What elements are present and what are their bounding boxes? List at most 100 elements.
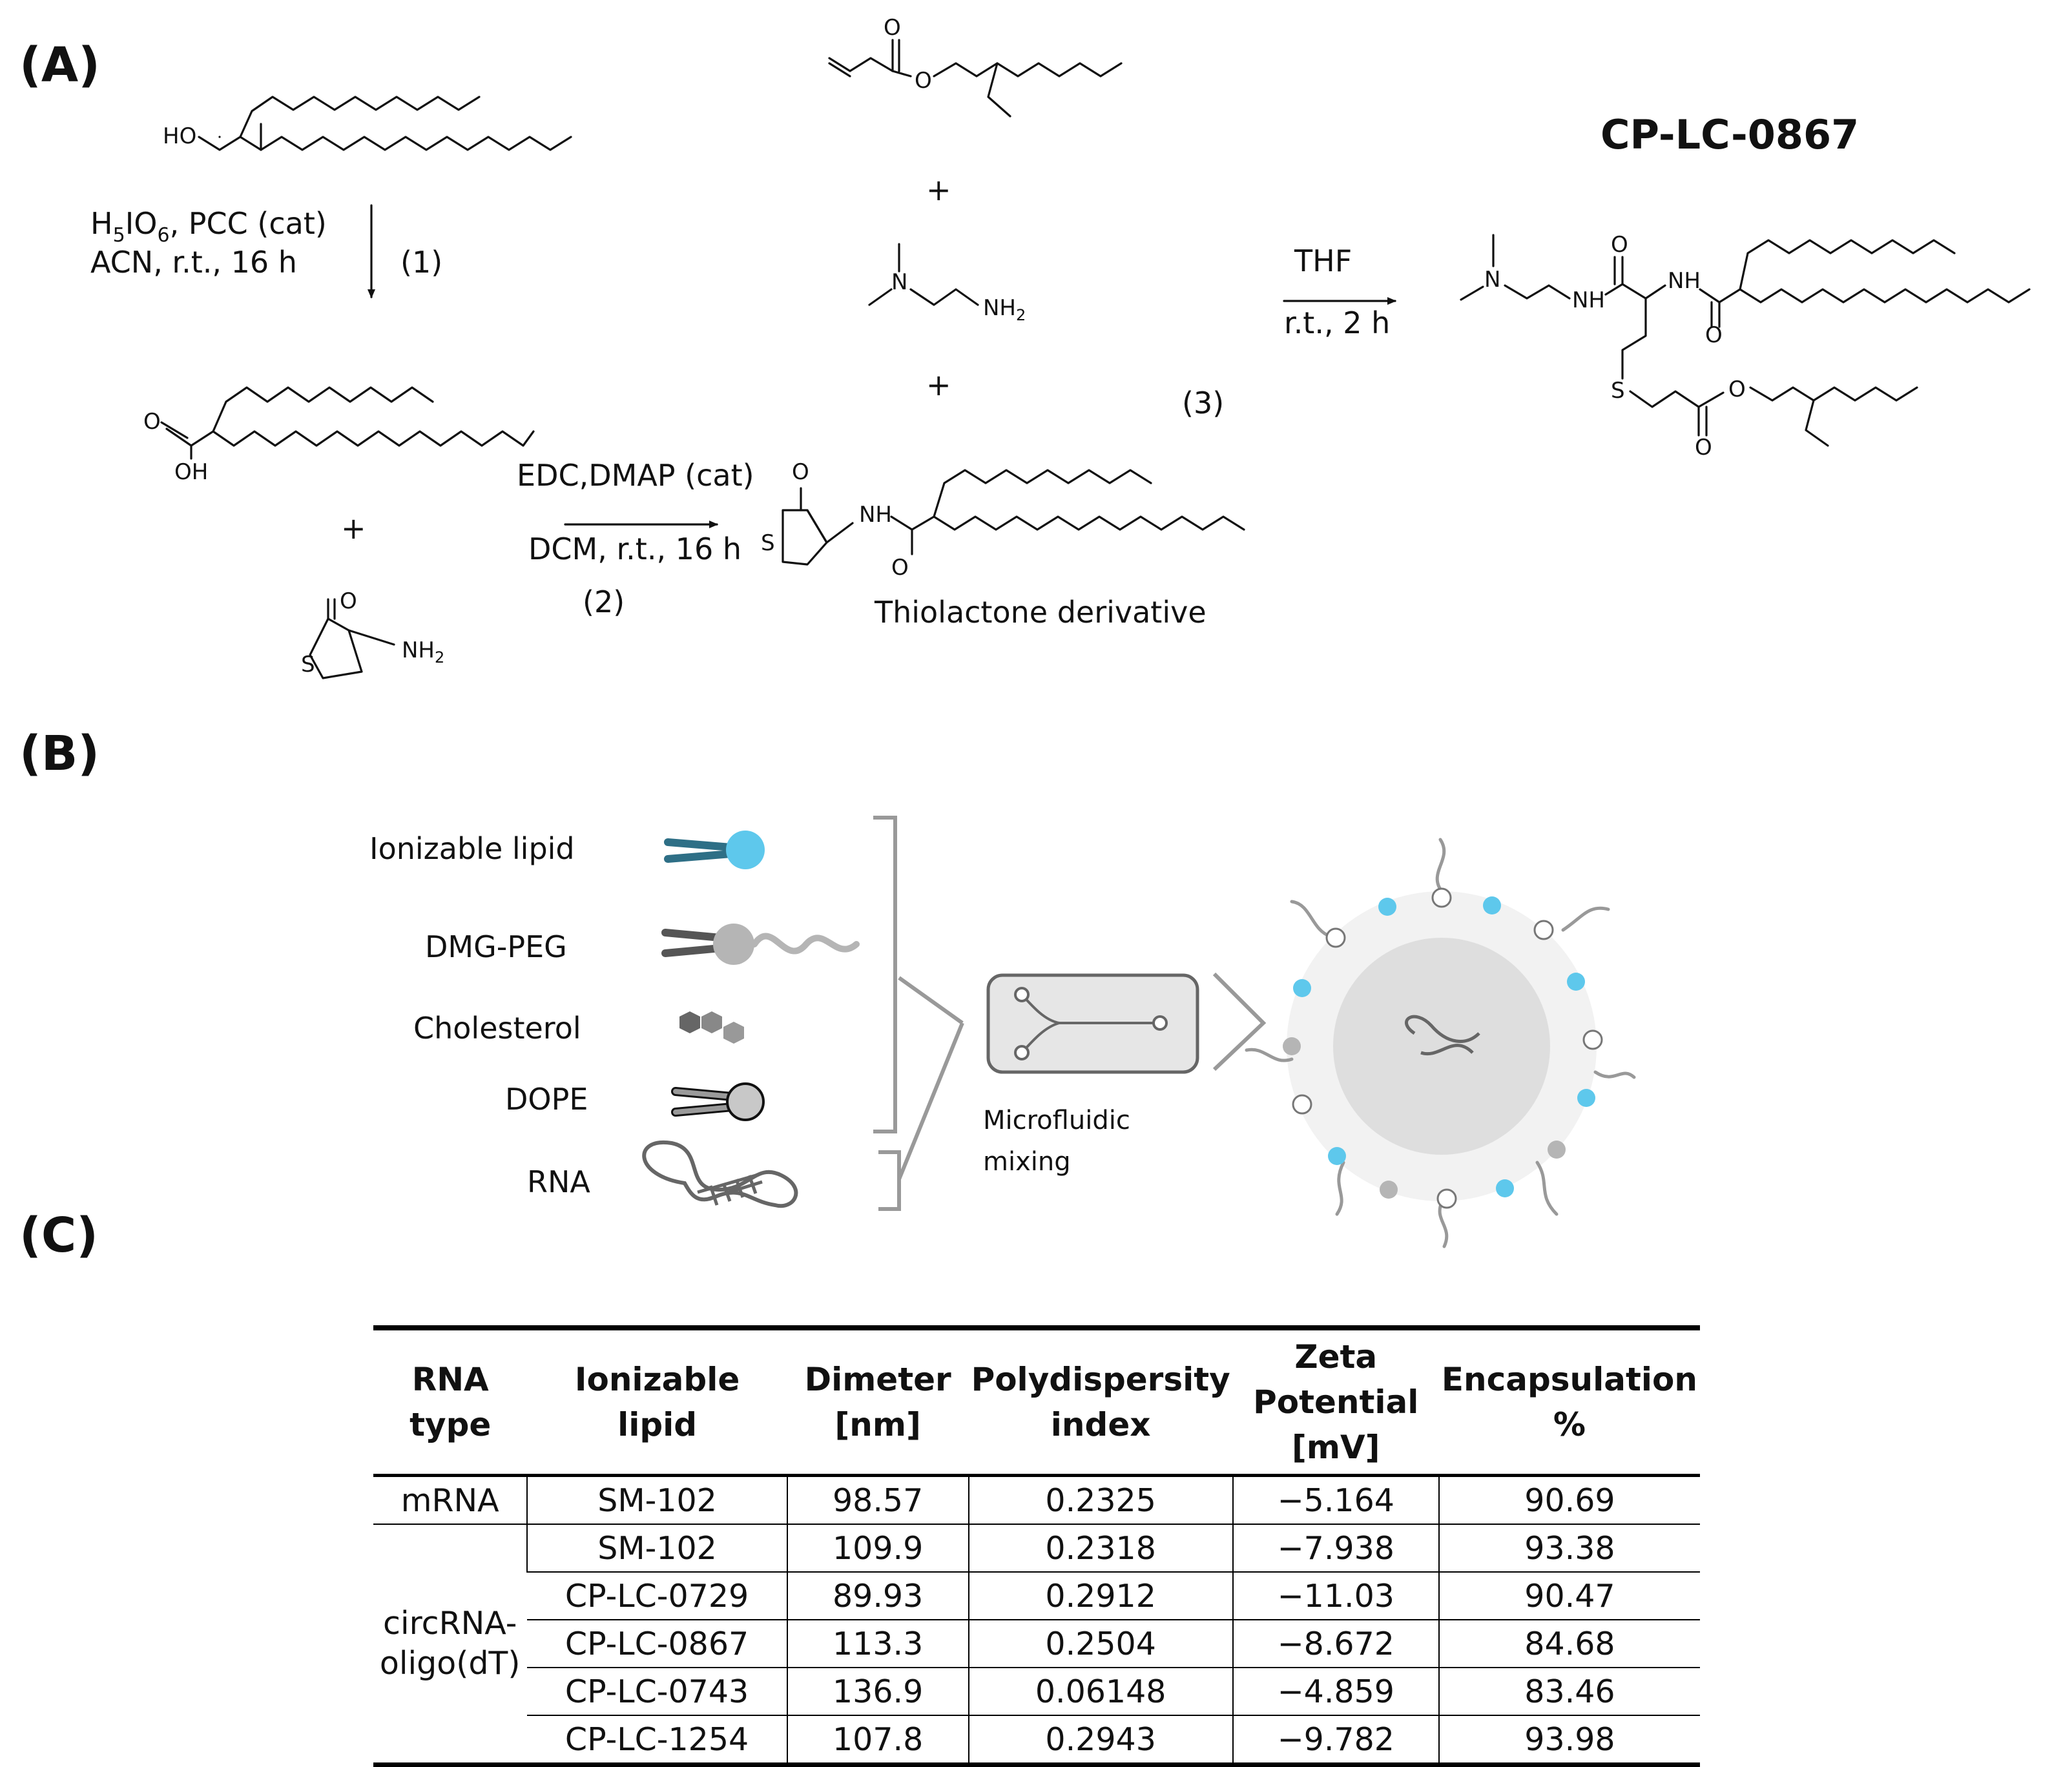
atom-s-deriv: S [761,530,775,556]
cell-zeta: −8.672 [1232,1620,1439,1668]
table-row: mRNA SM-102 98.57 0.2325 −5.164 90.69 [373,1475,1700,1524]
cell-zeta: −4.859 [1232,1668,1439,1715]
microfluidic-chip-icon [986,973,1199,1074]
rna-icon [642,1140,798,1208]
plus-3: + [926,367,951,402]
header-encapsulation: Encapsulation% [1441,1361,1697,1443]
cell-lipid: CP-LC-1254 [565,1720,749,1758]
cell-zeta: −5.164 [1232,1475,1439,1524]
cell-diameter: 107.8 [786,1715,969,1765]
product-name: CP-LC-0867 [1601,111,1859,158]
atom-o-acid: O [143,409,161,435]
alcohol-structure: HO [163,96,572,151]
plus-1: + [341,511,366,546]
step2-conditions-2: DCM, r.t., 16 h [528,532,741,566]
cell-encapsulation: 90.69 [1438,1475,1700,1524]
bracket-rna [878,1150,901,1211]
atom-n-diamine: N [891,269,907,295]
bracket-lipids [873,816,897,1133]
cell-zeta: −7.938 [1232,1524,1439,1572]
component-cholesterol: Cholesterol [413,1011,581,1046]
atom-n-prod: N [1484,267,1500,293]
atom-o-prod-2: O [1705,322,1723,348]
synthesis-scheme: HO H5IO6, PCC (cat) ACN, r.t., 16 h (1) … [90,15,2031,679]
header-diameter: Dimeter[nm] [804,1361,951,1443]
cell-pdi: 0.2318 [968,1524,1233,1572]
atom-nh2-thio: NH2 [402,637,444,666]
product-structure: N NH O NH O S O O [1460,232,2031,460]
diamine-structure: N NH2 [868,243,1026,324]
atom-o-thio: O [340,588,357,614]
atom-nh-prod-1: NH [1572,287,1605,313]
ionizable-lipid-icon [664,831,765,869]
table-row: CP-LC-0743 136.9 0.06148 −4.859 83.46 [373,1668,1700,1715]
atom-oh-acid: OH [174,459,208,485]
lipid-nanoparticle-icon [1245,838,1636,1248]
table-row: CP-LC-0867 113.3 0.2504 −8.672 84.68 [373,1620,1700,1668]
atom-s-prod: S [1611,378,1625,404]
lnp-formulation-diagram: Ionizable lipid DMG-PEG Cholesterol DOPE… [369,816,1636,1248]
cell-rna-type-group: circRNA-oligo(dT) [379,1605,521,1682]
plus-2: + [926,172,951,207]
cell-zeta: −9.782 [1232,1715,1439,1765]
atom-o-prod-1: O [1611,232,1628,258]
cell-encapsulation: 93.98 [1438,1715,1700,1765]
cell-lipid: SM-102 [526,1475,787,1524]
atom-s-thio: S [301,652,315,677]
cell-diameter: 89.93 [786,1572,969,1620]
cell-lipid: CP-LC-0743 [565,1673,749,1710]
cell-encapsulation: 84.68 [1438,1620,1700,1668]
atom-o-acr-2: O [915,68,932,94]
cell-diameter: 136.9 [786,1668,969,1715]
component-dope: DOPE [505,1082,588,1117]
cell-pdi: 0.2325 [968,1475,1233,1524]
step3-conditions-1: THF [1294,243,1352,278]
step2-conditions-1: EDC,DMAP (cat) [517,458,754,493]
atom-o-prod-4: O [1728,377,1746,402]
cell-zeta: −11.03 [1232,1572,1439,1620]
cell-diameter: 98.57 [786,1475,969,1524]
cell-diameter: 109.9 [786,1524,969,1572]
component-rna: RNA [527,1164,590,1199]
step3-number: (3) [1182,386,1224,420]
cell-encapsulation: 83.46 [1438,1668,1700,1715]
step1-conditions-2: ACN, r.t., 16 h [90,245,297,280]
dope-icon [671,1082,765,1121]
mixing-label-1: Microfluidic [983,1106,1130,1135]
table-row: CP-LC-0729 89.93 0.2912 −11.03 90.47 [373,1572,1700,1620]
atom-o-acr-1: O [884,15,901,41]
component-dmg-peg: DMG-PEG [425,929,567,964]
table-row: CP-LC-1254 107.8 0.2943 −9.782 93.98 [373,1715,1700,1765]
atom-o-prod-3: O [1695,435,1712,460]
merge-line-top [898,976,964,1025]
acrylate-structure: O O [828,15,1123,118]
arrow-chevron-icon [1212,972,1267,1071]
panel-label-a: (A) [19,37,100,93]
cell-diameter: 113.3 [786,1620,969,1668]
mixing-label-2: mixing [983,1147,1071,1177]
panel-label-c: (C) [19,1208,98,1263]
cell-lipid: SM-102 [526,1524,787,1572]
atom-nh-prod-2: NH [1668,268,1701,294]
panel-label-b: (B) [19,726,100,781]
cell-pdi: 0.2943 [968,1715,1233,1765]
atom-nh2-diamine: NH2 [983,295,1026,324]
cell-pdi: 0.06148 [968,1668,1233,1715]
cell-pdi: 0.2504 [968,1620,1233,1668]
cell-rna-type: mRNA [400,1482,499,1519]
step1-conditions-1: H5IO6, PCC (cat) [90,206,327,247]
acid-structure: O OH [143,386,535,485]
step3-conditions-2: r.t., 2 h [1284,305,1390,340]
step2-number: (2) [583,584,625,619]
component-ionizable-lipid: Ionizable lipid [369,831,575,866]
step1-number: (1) [400,245,442,280]
cell-encapsulation: 93.38 [1438,1524,1700,1572]
cell-lipid: CP-LC-0867 [565,1625,749,1662]
merge-line-bottom [897,1022,964,1181]
